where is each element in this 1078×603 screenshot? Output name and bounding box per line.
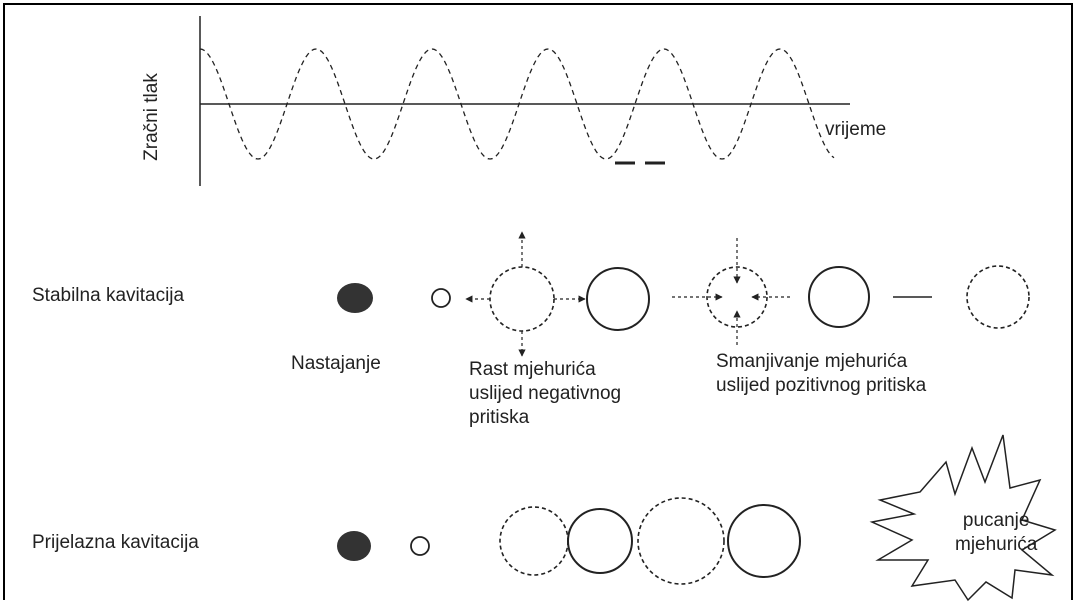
- grown-bubble: [586, 267, 650, 331]
- x-axis-label: vrijeme: [825, 119, 887, 140]
- burst-caption-line-1: pucanje: [962, 510, 1030, 531]
- stable-cavitation-row: [337, 231, 1030, 357]
- transient-cavitation-row: [337, 434, 1057, 602]
- oscillating-bubble: [966, 265, 1030, 329]
- nucleus-bubble: [337, 283, 373, 313]
- growth-caption-line-2: uslijed negativnog: [469, 383, 622, 404]
- formation-caption: Nastajanje: [291, 353, 381, 374]
- transient-small-bubble: [410, 536, 430, 556]
- transient-cavitation-label: Prijelazna kavitacija: [32, 532, 199, 553]
- stable-cavitation-label: Stabilna kavitacija: [32, 285, 185, 306]
- figure-frame: [3, 3, 1073, 600]
- shrink-caption: Smanjivanje mjehurića uslijed pozitivnog…: [716, 350, 926, 398]
- transient-bubble-2: [567, 508, 633, 574]
- growth-caption: Rast mjehurića uslijed negativnog pritis…: [469, 358, 621, 430]
- y-axis-label: Zračni tlak: [141, 73, 162, 161]
- transient-bubble-1: [499, 506, 569, 576]
- growth-caption-line-1: Rast mjehurića: [469, 359, 596, 380]
- shrunk-bubble: [808, 266, 870, 328]
- transient-bubble-4: [727, 504, 801, 578]
- growth-caption-line-3: pritiska: [469, 407, 530, 428]
- transient-nucleus-bubble: [337, 531, 371, 561]
- shrink-caption-line-1: Smanjivanje mjehurića: [716, 351, 908, 372]
- pressure-wave: [199, 48, 835, 160]
- burst-caption-line-2: mjehurića: [955, 534, 1038, 555]
- burst-caption: pucanje mjehurića: [955, 509, 1037, 557]
- pressure-graph: [199, 16, 850, 186]
- shrink-caption-line-2: uslijed pozitivnog pritiska: [716, 375, 927, 396]
- small-bubble: [431, 288, 451, 308]
- transient-bubble-3: [637, 497, 725, 585]
- burst-shape: [869, 434, 1057, 602]
- shrinking-bubble: [706, 266, 768, 328]
- growing-bubble: [489, 266, 555, 332]
